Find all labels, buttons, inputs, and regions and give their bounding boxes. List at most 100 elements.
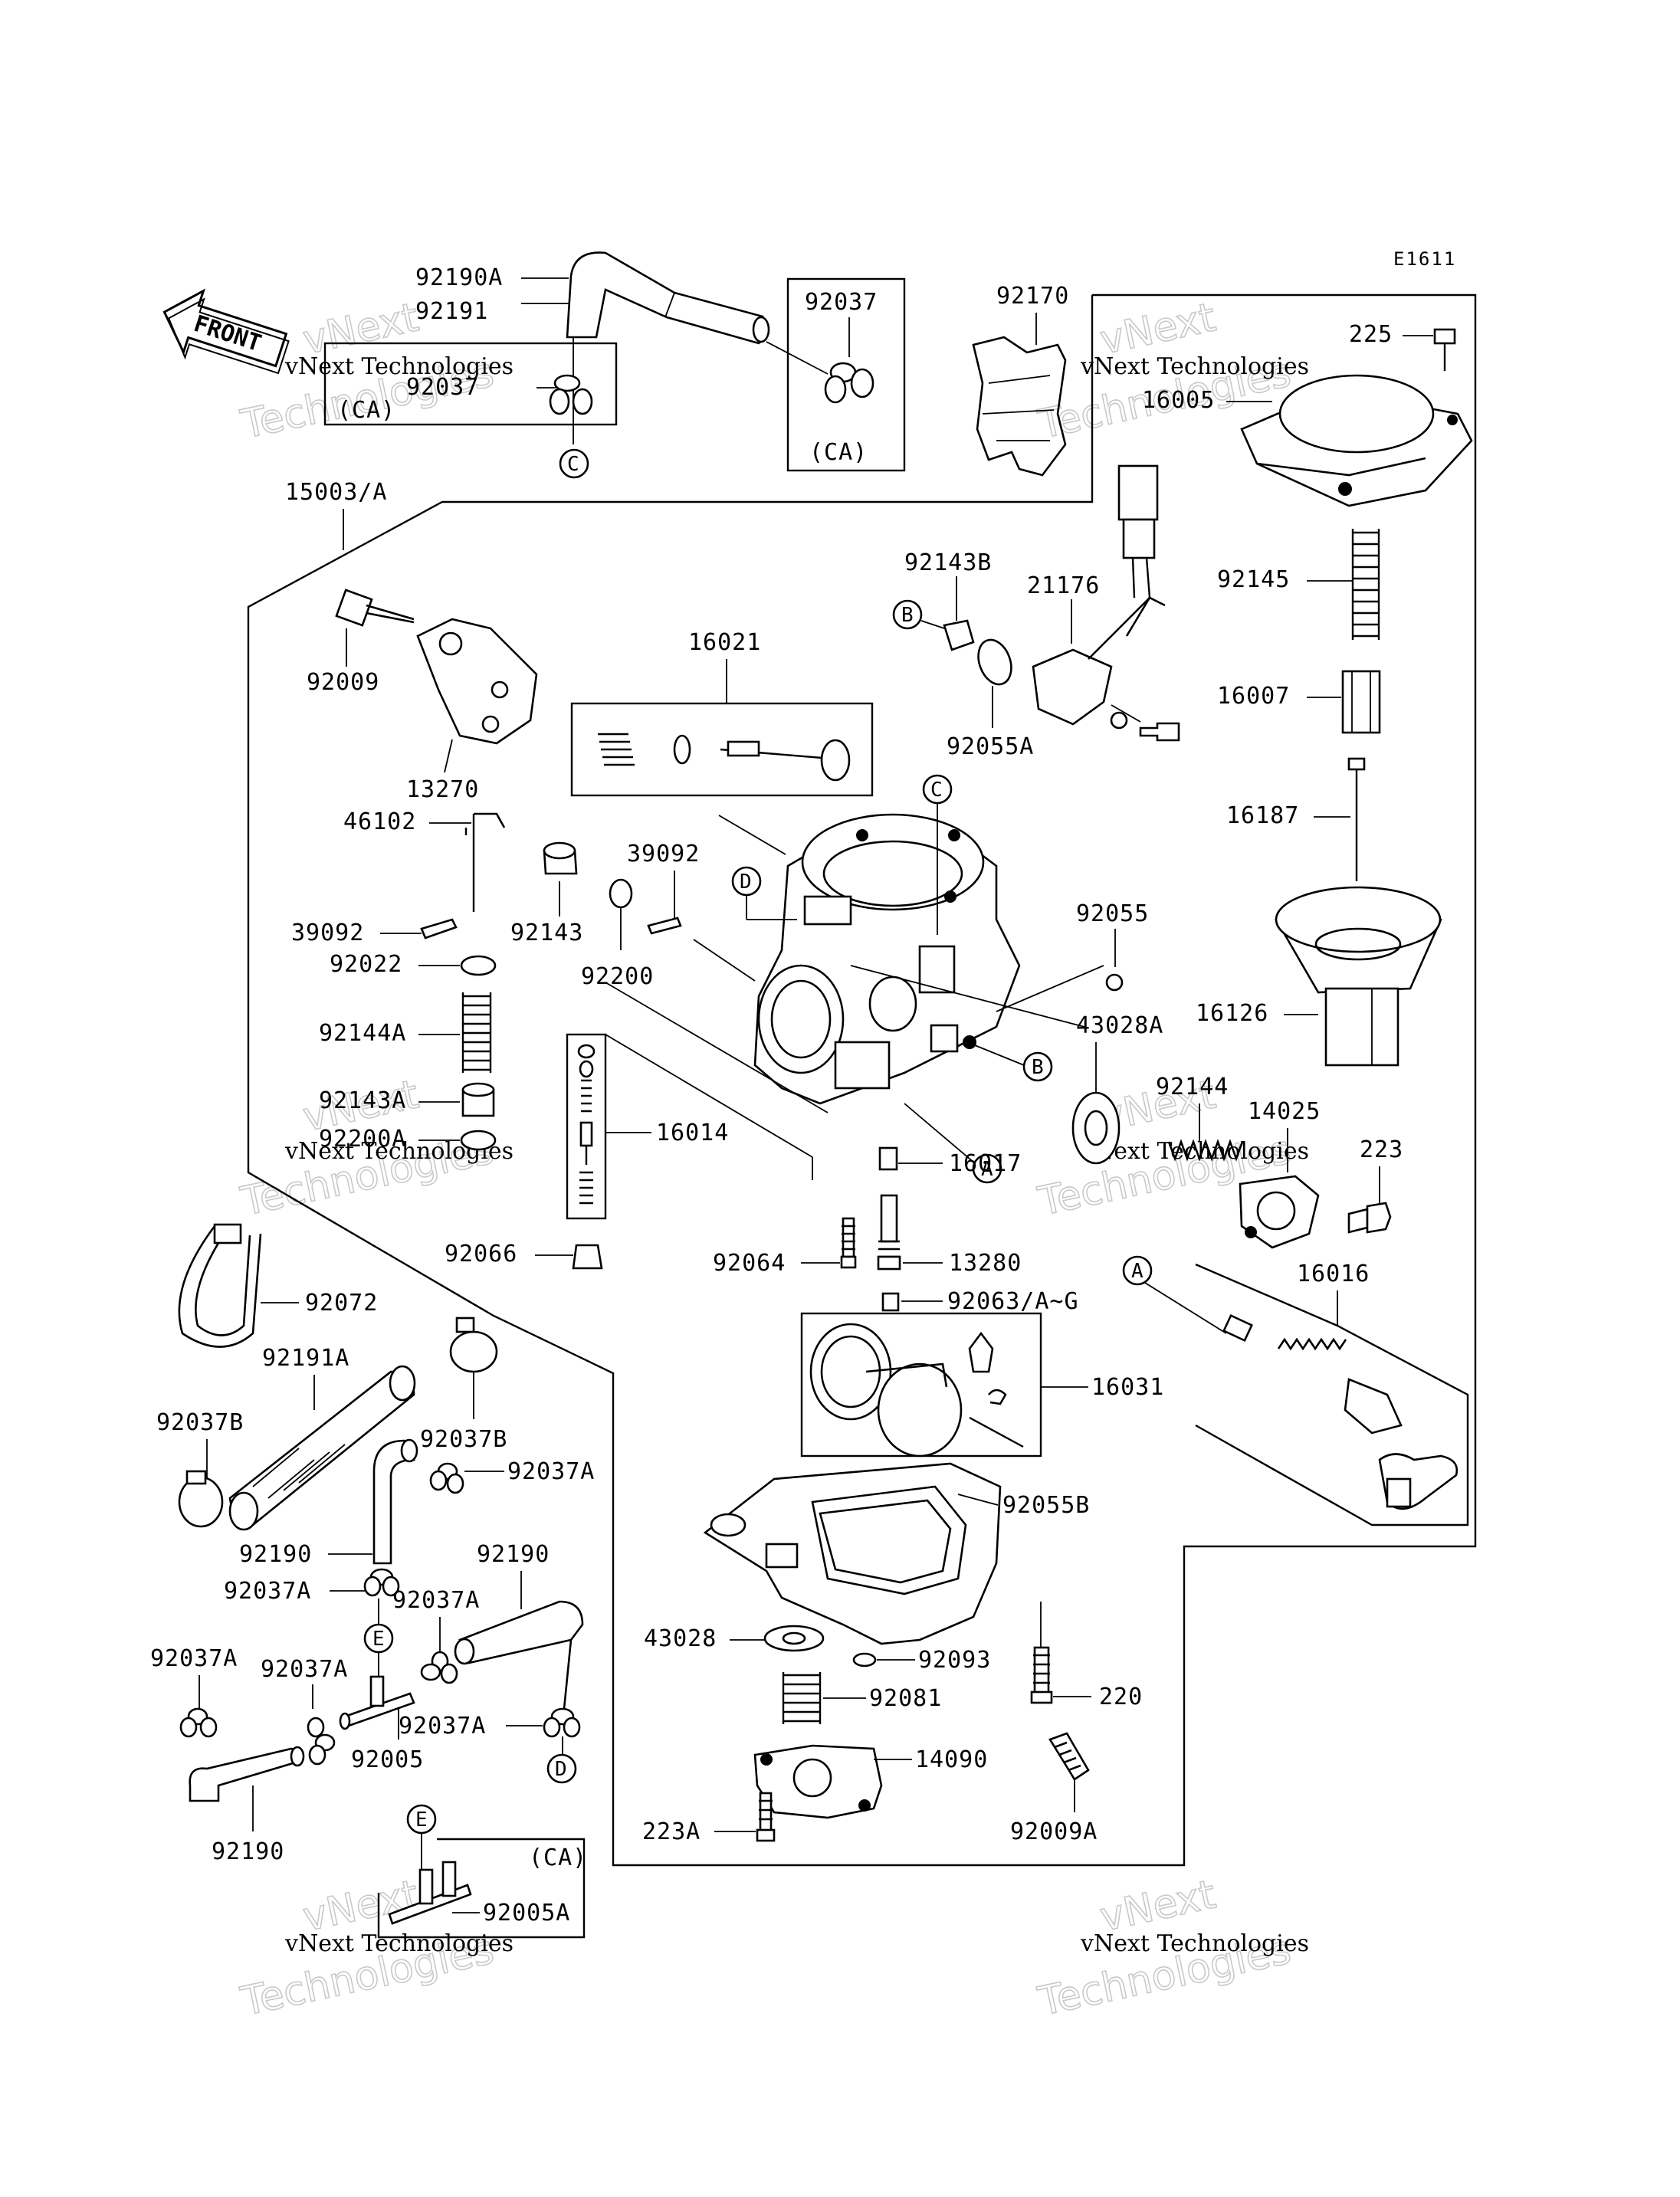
label-220: 220 — [1099, 1684, 1143, 1710]
box-16021 — [570, 702, 874, 797]
hose-92190-a — [372, 1438, 418, 1565]
clip-92037A-c — [420, 1651, 458, 1684]
washer-92022 — [460, 955, 497, 976]
label-92200A: 92200A — [319, 1126, 406, 1153]
label-46102: 46102 — [343, 808, 416, 835]
ref-marker-b-top — [892, 599, 923, 630]
label-92037-left: 92037 — [406, 374, 479, 401]
rod-46102 — [464, 812, 506, 912]
cap-92066 — [572, 1244, 603, 1270]
svg-text:vNext Technologies: vNext Technologies — [1080, 353, 1309, 380]
pin-39092-b — [647, 917, 682, 935]
label-13280: 13280 — [949, 1250, 1022, 1277]
watermark-bottom-left: vNext Technologies vNext Technologies — [236, 1871, 514, 2026]
ca-box-92005A — [377, 1838, 586, 1939]
label-16014: 16014 — [656, 1120, 729, 1146]
label-92037B-a: 92037B — [156, 1409, 244, 1436]
label-16031: 16031 — [1091, 1374, 1164, 1401]
spring-92144A — [461, 992, 492, 1073]
ref-marker-a-body — [972, 1153, 1002, 1184]
label-16187: 16187 — [1226, 802, 1299, 829]
label-92066: 92066 — [445, 1241, 517, 1267]
label-92145: 92145 — [1217, 566, 1290, 593]
label-92063: 92063/A~G — [947, 1288, 1079, 1315]
label-92037-ca: (CA) — [809, 439, 868, 466]
label-13270: 13270 — [406, 776, 479, 803]
screw-92009 — [335, 589, 415, 627]
label-92037: 92037 — [805, 289, 878, 316]
ca-box-left — [323, 342, 618, 426]
hose-92190-b — [454, 1600, 584, 1717]
jet-16014 — [577, 1044, 596, 1205]
ref-marker-a-16016 — [1122, 1255, 1153, 1286]
svg-text:E: E — [415, 1808, 428, 1831]
joint-92005A — [388, 1861, 472, 1925]
label-92037A-c: 92037A — [392, 1587, 480, 1614]
label-92093: 92093 — [918, 1647, 991, 1674]
sensor-21176 — [1032, 464, 1180, 742]
label-16021: 16021 — [688, 629, 761, 656]
label-92005A-ca: (CA) — [529, 1844, 587, 1871]
diagram-code: E1611 — [1393, 248, 1456, 270]
svg-text:vNext Technologies: vNext Technologies — [284, 353, 514, 380]
label-92143A: 92143A — [319, 1087, 406, 1114]
label-92170: 92170 — [996, 283, 1069, 310]
label-15003: 15003/A — [285, 479, 387, 506]
jet-92063 — [881, 1292, 900, 1312]
svg-text:D: D — [555, 1758, 567, 1781]
label-16017: 16017 — [949, 1150, 1022, 1177]
oring-92055 — [1105, 973, 1124, 992]
plunger-16021 — [598, 733, 851, 782]
label-16016: 16016 — [1297, 1261, 1370, 1287]
hose-92190-c — [189, 1746, 305, 1802]
ref-marker-b-body — [1022, 1051, 1053, 1082]
watermark-bottom-right: vNext Technologies vNext Technologies — [1033, 1871, 1309, 2026]
float-16031 — [809, 1323, 1024, 1458]
svg-text:C: C — [930, 779, 943, 802]
screw-223A — [756, 1792, 776, 1842]
label-43028A: 43028A — [1076, 1012, 1163, 1039]
label-92037A-a: 92037A — [507, 1458, 595, 1485]
cover-14025 — [1239, 1175, 1320, 1249]
diaphragm-43028 — [763, 1625, 825, 1652]
label-225: 225 — [1349, 321, 1393, 348]
clip-92037 — [824, 362, 874, 404]
piston-16126 — [1275, 886, 1442, 1067]
label-92190-c: 92190 — [212, 1838, 284, 1865]
box-16014 — [566, 1033, 607, 1220]
spring-92144 — [1167, 1139, 1244, 1162]
clip-92037A-a — [429, 1462, 464, 1494]
svg-text:B: B — [1032, 1056, 1044, 1079]
joint-92005 — [339, 1675, 415, 1730]
label-39092-b: 39092 — [627, 841, 700, 867]
label-92191A: 92191A — [262, 1345, 349, 1372]
washer-92200 — [609, 878, 633, 909]
label-92037A-b: 92037A — [224, 1578, 311, 1605]
label-92190A: 92190A — [415, 264, 503, 291]
label-92009A: 92009A — [1010, 1818, 1098, 1845]
collar-92143A — [461, 1082, 495, 1117]
label-92005A: 92005A — [483, 1900, 570, 1926]
label-92037-left-ca: (CA) — [337, 397, 395, 424]
ref-marker-c-top — [559, 448, 589, 479]
svg-text:B: B — [901, 604, 914, 627]
diaphragm-43028A — [1071, 1091, 1121, 1165]
label-92190-a: 92190 — [239, 1541, 312, 1568]
cover-16005 — [1240, 374, 1473, 507]
carburetor-body — [753, 813, 1021, 1105]
label-92055B: 92055B — [1002, 1492, 1090, 1519]
clamp-92037B-b — [449, 1317, 498, 1373]
label-92200: 92200 — [581, 963, 654, 990]
svg-text:A: A — [1131, 1260, 1144, 1283]
label-16005: 16005 — [1142, 387, 1215, 414]
label-223: 223 — [1360, 1136, 1403, 1163]
svg-text:D: D — [740, 871, 752, 894]
label-92143: 92143 — [510, 920, 583, 946]
hose-92191A — [228, 1365, 416, 1531]
clip-92037A-b — [363, 1568, 400, 1597]
valve-16016 — [1222, 1313, 1459, 1510]
screw-92064 — [840, 1217, 857, 1269]
lever-13270 — [416, 618, 538, 745]
label-92144A: 92144A — [319, 1020, 406, 1047]
label-39092-a: 39092 — [291, 920, 364, 946]
